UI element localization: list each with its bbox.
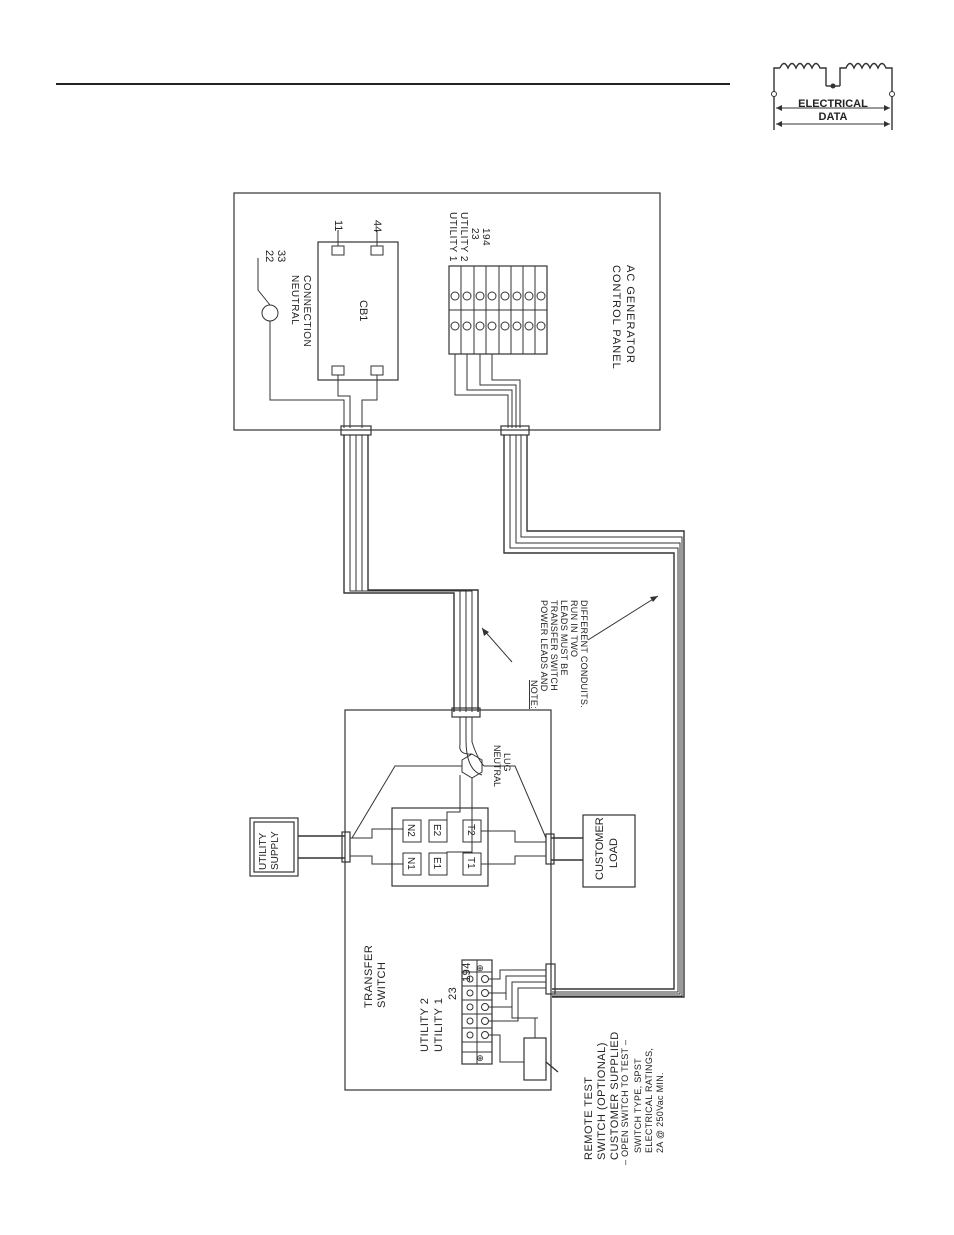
neutral-wire-22: 22 — [263, 250, 275, 262]
note-line-4: RUN IN TWO — [569, 600, 579, 657]
panel-title: AC GENERATOR CONTROL PANEL — [610, 265, 636, 370]
note-line-1: POWER LEADS AND — [539, 600, 549, 692]
transfer-switch-box — [344, 709, 552, 1091]
remote-test-label: REMOTE TEST SWITCH (OPTIONAL) CUSTOMER S… — [583, 1031, 621, 1160]
note-heading: NOTE: — [529, 680, 539, 709]
breaker-cb1 — [317, 241, 399, 381]
contact-e1: E1 — [431, 857, 442, 870]
remote-test-note3: ELECTRICAL RATINGS, — [644, 1048, 654, 1153]
note-line-2: TRANSFER SWITCH — [549, 600, 559, 691]
panel-terminal-194: 194 — [480, 228, 491, 246]
neutral-connection-line1: NEUTRAL — [289, 275, 300, 325]
neutral-lug-line2: LUG — [502, 753, 512, 772]
switch-terminal-labels: UTILITY 1 UTILITY 2 23 194 — [419, 962, 473, 1052]
panel-terminal-utility1: UTILITY 1 — [447, 212, 458, 262]
customer-load-line1: CUSTOMER — [594, 817, 606, 880]
remote-test-note4: 2A @ 250Vac MIN. — [655, 1072, 665, 1153]
utility-supply-line2: SUPPLY — [270, 831, 281, 870]
contact-t1: T1 — [465, 857, 476, 869]
utility-supply-line1: UTILITY — [258, 832, 269, 870]
switch-terminal-strip: ⊕ ⊕ — [461, 959, 493, 1065]
panel-terminal-labels: UTILITY 1 UTILITY 2 23 194 — [447, 212, 491, 265]
panel-terminal-23: 23 — [469, 228, 480, 240]
control-panel-box — [233, 192, 661, 431]
utility-supply-box — [249, 817, 299, 877]
switch-terminal-194: 194 — [461, 962, 473, 982]
remote-test-line1: REMOTE TEST — [583, 1077, 595, 1160]
note-line-3: LEADS MUST BE — [559, 600, 569, 676]
note-line-5: DIFFERENT CONDUITS. — [579, 600, 589, 708]
note-arrow-control — [587, 595, 659, 641]
badge-subtitle: DATA — [819, 111, 848, 123]
panel-terminal-utility2: UTILITY 2 — [458, 212, 469, 262]
panel-terminal-strip — [448, 265, 548, 355]
contact-e2: E2 — [431, 824, 442, 837]
neutral-wire-33: 33 — [275, 250, 287, 262]
panel-title-line1: AC GENERATOR — [624, 265, 636, 364]
neutral-connection-line2: CONNECTION — [301, 275, 312, 347]
note-arrow-power — [481, 627, 513, 663]
remote-test-switch — [523, 1037, 547, 1081]
breaker-terminal-11: 11 — [332, 220, 344, 231]
breaker-label: CB1 — [357, 300, 369, 321]
customer-load-box — [582, 814, 636, 888]
badge-title: ELECTRICAL — [798, 98, 868, 110]
remote-test-line3: CUSTOMER SUPPLIED — [609, 1031, 621, 1160]
utility-supply-label: UTILITY SUPPLY — [258, 830, 281, 870]
contact-n1: N1 — [405, 857, 416, 870]
neutral-lug-label: NEUTRAL LUG — [492, 745, 512, 789]
conduit-note: NOTE: POWER LEADS AND TRANSFER SWITCH LE… — [529, 600, 589, 712]
transfer-switch-title-line2: SWITCH — [376, 962, 388, 1008]
switch-terminal-utility1: UTILITY 1 — [433, 998, 445, 1052]
breaker-terminal-44: 44 — [371, 220, 383, 232]
transfer-switch-title-line1: TRANSFER — [363, 945, 375, 1008]
transfer-contacts-block — [391, 807, 489, 887]
power-conduit — [343, 435, 479, 712]
neutral-lug — [461, 753, 483, 779]
coil-icon — [771, 62, 895, 130]
contact-t2: T2 — [465, 824, 476, 836]
customer-load-label: CUSTOMER LOAD — [594, 814, 620, 880]
switch-terminal-23: 23 — [447, 987, 459, 1000]
remote-test-notes: – OPEN SWITCH TO TEST – SWITCH TYPE, SPS… — [620, 1037, 665, 1165]
svg-text:⊕: ⊕ — [476, 1053, 484, 1063]
panel-title-line2: CONTROL PANEL — [610, 265, 622, 370]
remote-test-note1: – OPEN SWITCH TO TEST – — [620, 1040, 630, 1165]
neutral-wire-numbers: 22 33 — [263, 250, 287, 265]
neutral-connection-label: NEUTRAL CONNECTION — [289, 275, 312, 347]
transfer-switch-title: TRANSFER SWITCH — [363, 941, 388, 1008]
remote-test-note2: SWITCH TYPE, SPST — [633, 1058, 643, 1153]
control-conduit — [503, 435, 685, 998]
customer-load-line2: LOAD — [608, 838, 620, 868]
neutral-connection-point — [261, 304, 279, 322]
svg-text:⊕: ⊕ — [476, 963, 484, 973]
remote-test-line2: SWITCH (OPTIONAL) — [596, 1042, 608, 1160]
electrical-data-badge: ELECTRICAL DATA — [771, 62, 895, 130]
header-rule — [56, 83, 730, 85]
switch-terminal-utility2: UTILITY 2 — [419, 998, 431, 1052]
contact-n2: N2 — [405, 824, 416, 837]
